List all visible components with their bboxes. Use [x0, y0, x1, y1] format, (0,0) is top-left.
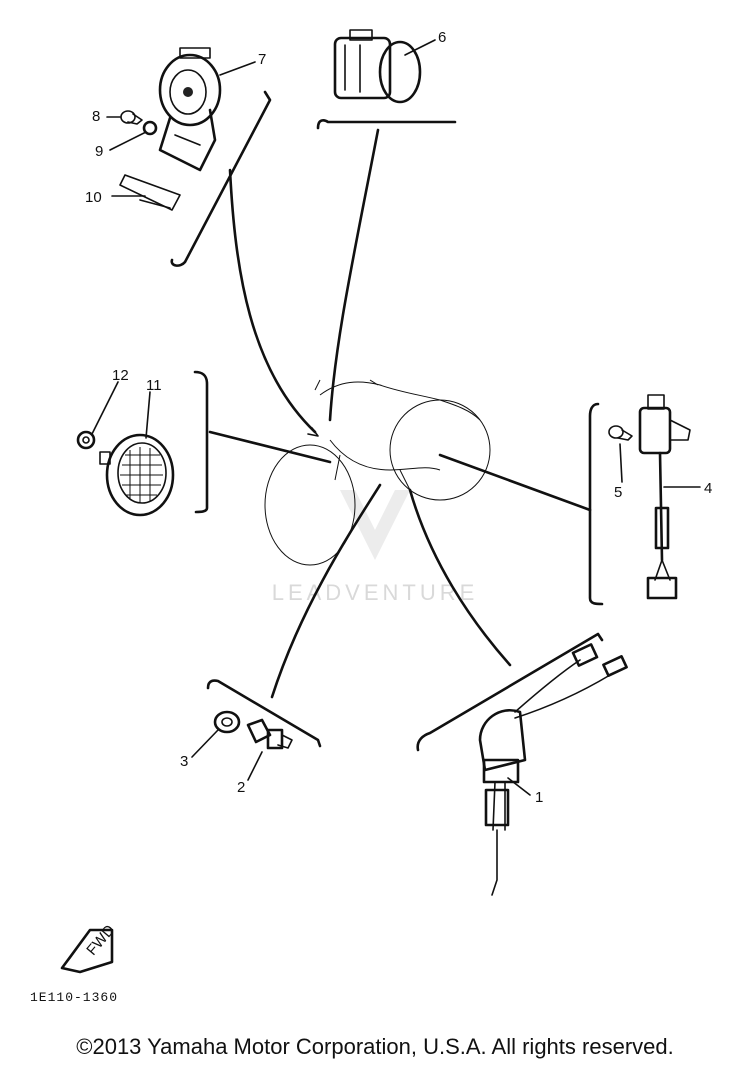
- neutral-switch-screw: [608, 425, 633, 441]
- fwd-arrow-icon: FWD: [60, 922, 118, 974]
- reflector-nut: [76, 430, 96, 450]
- callout-6: 6: [438, 29, 446, 46]
- callout-12: 12: [112, 367, 129, 384]
- oil-level-sender: [246, 718, 293, 750]
- callout-2: 2: [237, 779, 245, 796]
- horn-label-sticker: [119, 174, 181, 211]
- horn-bolt: [120, 110, 143, 125]
- callout-7: 7: [258, 51, 266, 68]
- leader-lines: [208, 128, 592, 699]
- callout-5: 5: [614, 484, 622, 501]
- callout-numbers: 1 2 3 4 5 6 7 8 9 10 12 11: [85, 29, 712, 806]
- watermark-text: LEADVENTURE: [272, 580, 479, 605]
- reflector: [99, 433, 175, 517]
- diagram-part-code: 1E110-1360: [30, 990, 119, 1005]
- callout-10: 10: [85, 189, 102, 206]
- horn: [158, 47, 222, 172]
- callout-8: 8: [92, 108, 100, 125]
- callout-4: 4: [704, 480, 712, 497]
- gasket-washer: [213, 710, 241, 734]
- flasher-relay: [333, 29, 422, 104]
- callout-3: 3: [180, 753, 188, 770]
- watermark: LEADVENTURE: [272, 490, 479, 605]
- callout-9: 9: [95, 143, 103, 160]
- callout-1: 1: [535, 789, 543, 806]
- callout-leaders: [91, 39, 701, 796]
- copyright-notice: ©2013 Yamaha Motor Corporation, U.S.A. A…: [76, 1034, 674, 1059]
- neutral-switch: [638, 394, 691, 600]
- motorcycle-outline: [264, 379, 491, 566]
- horn-washer: [142, 120, 158, 136]
- group-brackets: [170, 90, 604, 752]
- callout-11: 11: [146, 377, 162, 394]
- ignition-coil-cap: [478, 643, 628, 896]
